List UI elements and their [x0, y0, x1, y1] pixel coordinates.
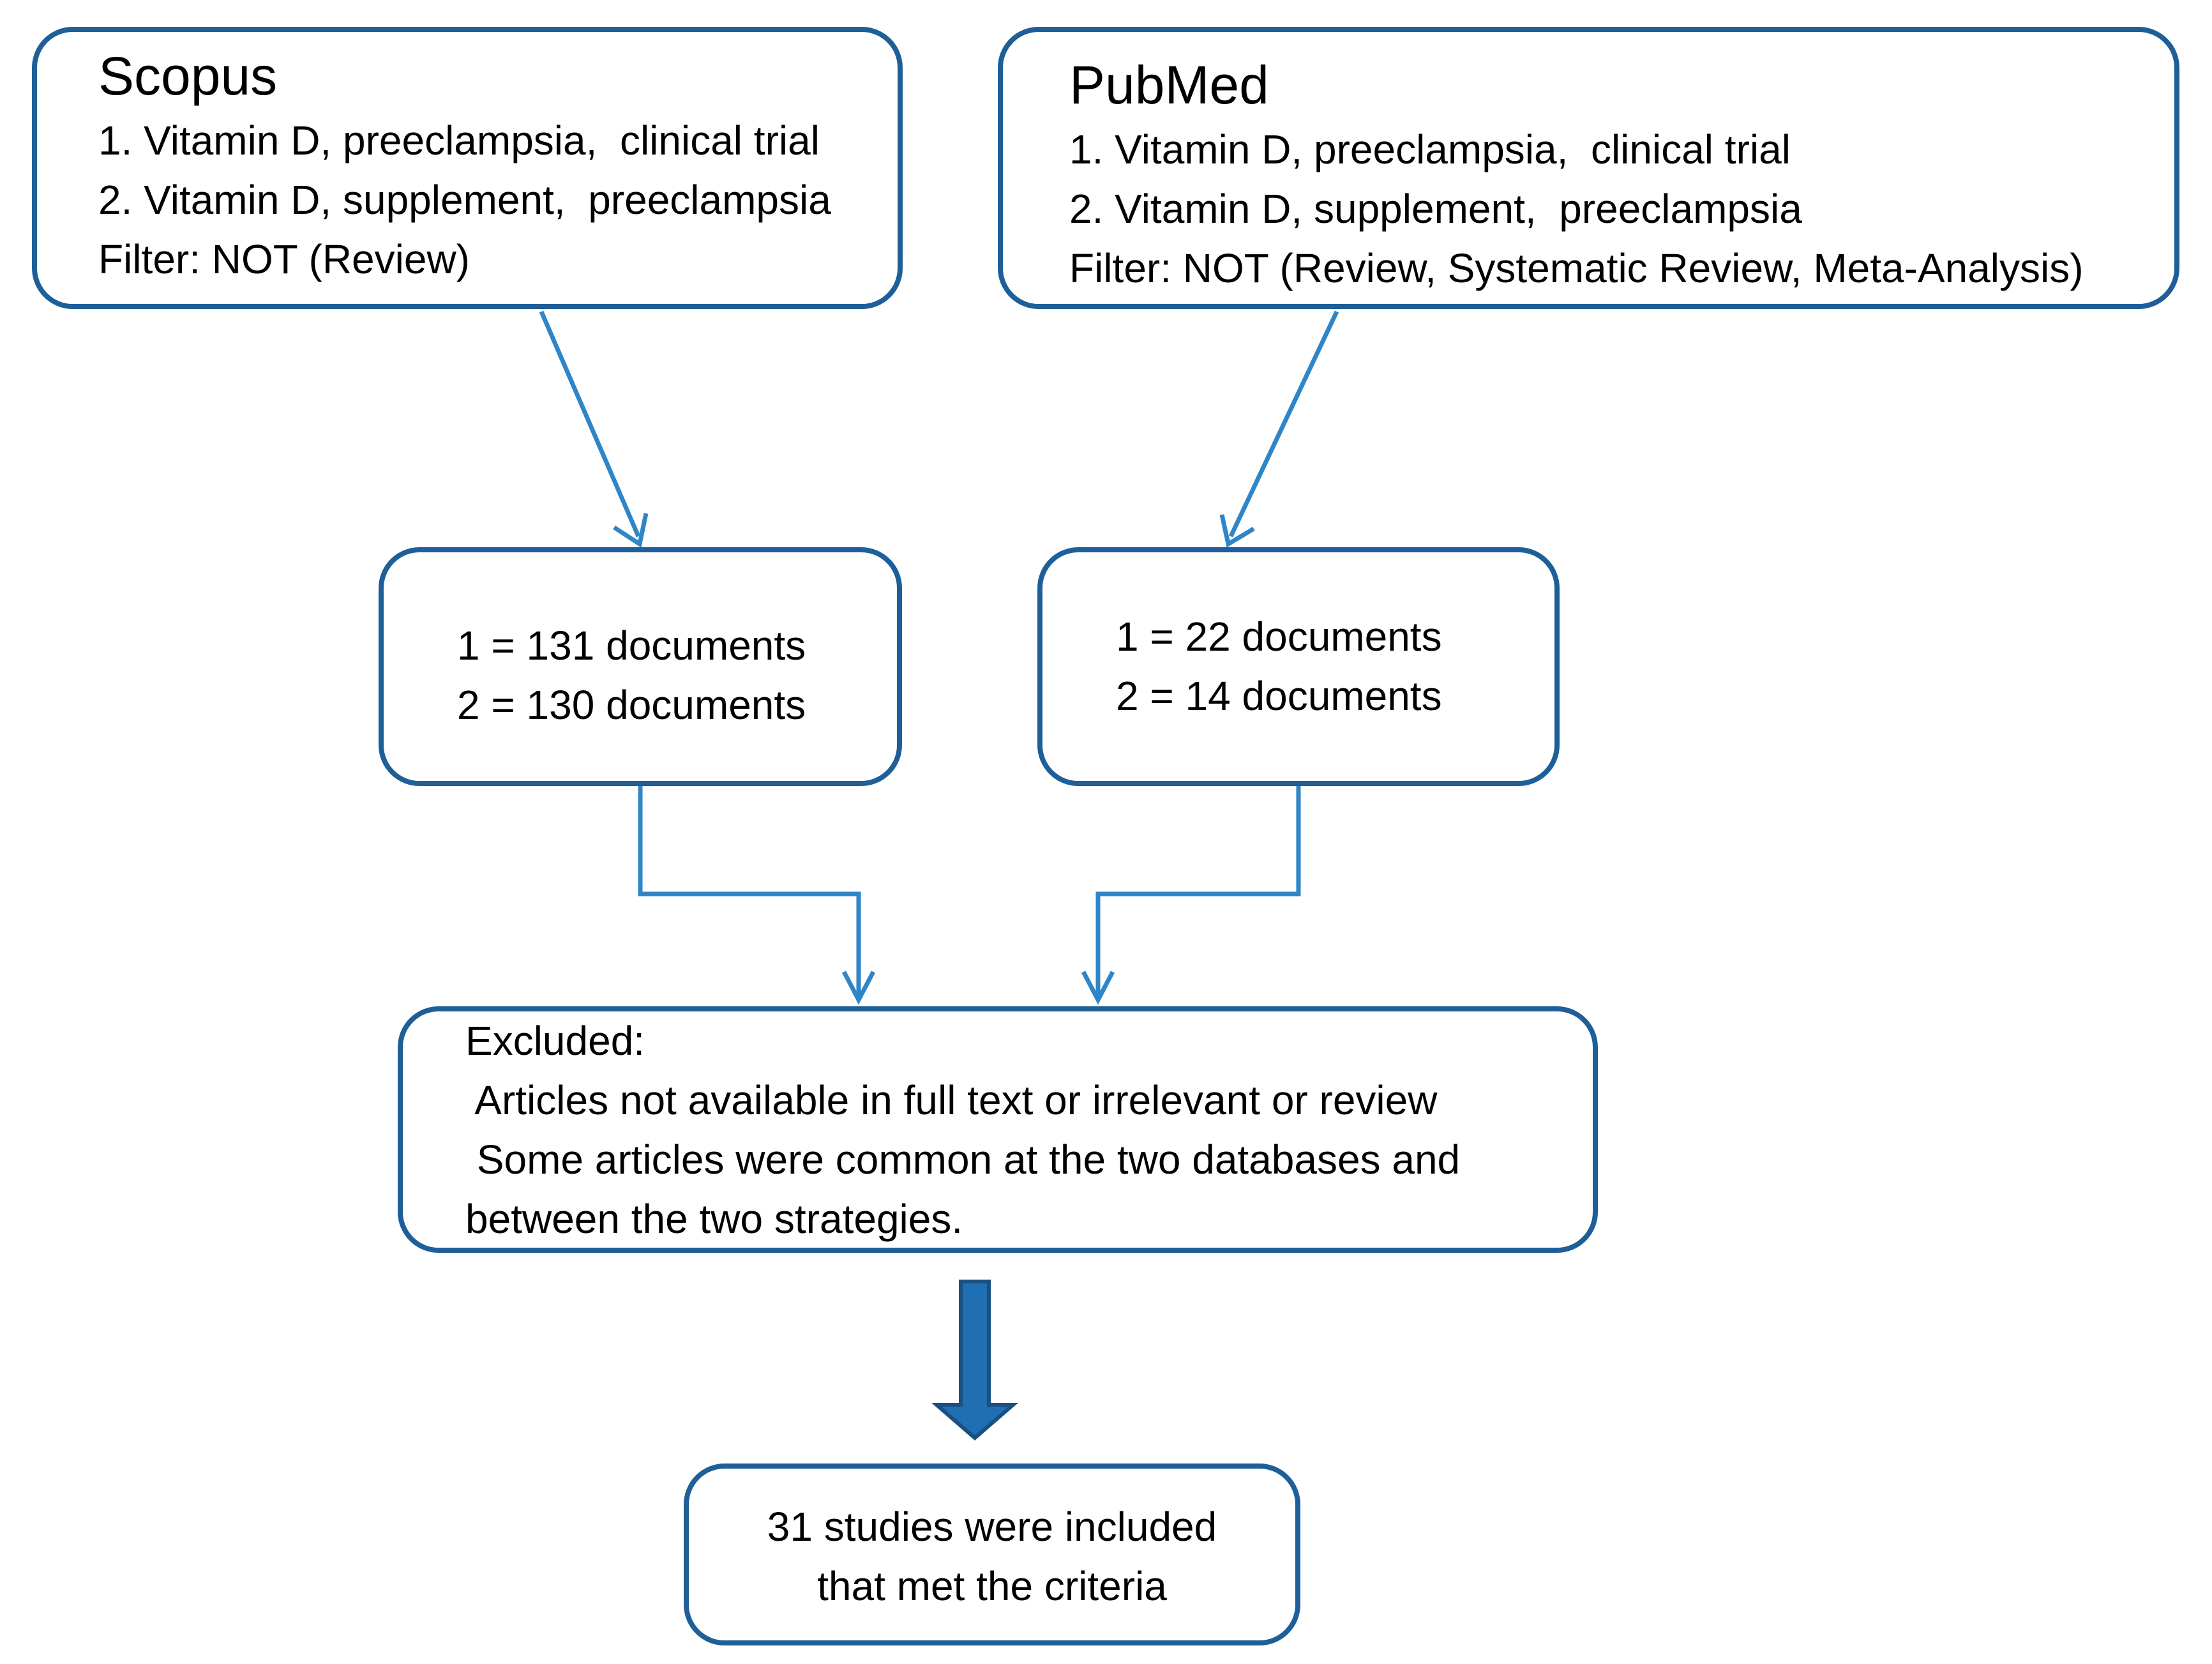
excluded-heading: Excluded: [465, 1018, 645, 1064]
arrow-scopus-to-results [539, 310, 649, 548]
pubmed-title: PubMed [1069, 55, 1269, 115]
pubmed-query-1: 1. Vitamin D, preeclampsia, clinical tri… [1069, 126, 1791, 172]
scopus-filter: Filter: NOT (Review) [98, 236, 470, 282]
scopus-result-1: 1 = 131 documents [457, 623, 806, 669]
arrow-pubmed-to-results [1219, 310, 1339, 548]
pubmed-result-2: 2 = 14 documents [1116, 673, 1442, 719]
excluded-line-1: Articles not available in full text or i… [465, 1077, 1438, 1123]
pubmed-result-1: 1 = 22 documents [1116, 614, 1442, 660]
included-line-1: 31 studies were included [767, 1504, 1217, 1550]
elbow-arrow-pubmed-to-excluded [1081, 786, 1301, 1005]
included-box: 31 studies were included that met the cr… [684, 1464, 1300, 1645]
scopus-result-2: 2 = 130 documents [457, 682, 806, 728]
scopus-search-box: Scopus 1. Vitamin D, preeclampsia, clini… [32, 27, 903, 309]
excluded-box: Excluded: Articles not available in full… [398, 1006, 1598, 1253]
block-arrow-down [931, 1280, 1019, 1441]
pubmed-search-box: PubMed 1. Vitamin D, preeclampsia, clini… [998, 27, 2179, 309]
elbow-arrow-scopus-to-excluded [638, 786, 876, 1005]
scopus-results-box: 1 = 131 documents 2 = 130 documents [379, 547, 902, 786]
pubmed-filter: Filter: NOT (Review, Systematic Review, … [1069, 245, 2084, 291]
excluded-line-2: Some articles were common at the two dat… [465, 1137, 1461, 1183]
pubmed-results-box: 1 = 22 documents 2 = 14 documents [1037, 547, 1560, 786]
scopus-query-2: 2. Vitamin D, supplement, preeclampsia [98, 177, 831, 223]
scopus-title: Scopus [98, 46, 278, 106]
pubmed-query-2: 2. Vitamin D, supplement, preeclampsia [1069, 186, 1802, 232]
scopus-query-1: 1. Vitamin D, preeclampsia, clinical tri… [98, 117, 820, 163]
excluded-line-3: between the two strategies. [465, 1196, 963, 1242]
included-line-2: that met the criteria [817, 1563, 1167, 1609]
